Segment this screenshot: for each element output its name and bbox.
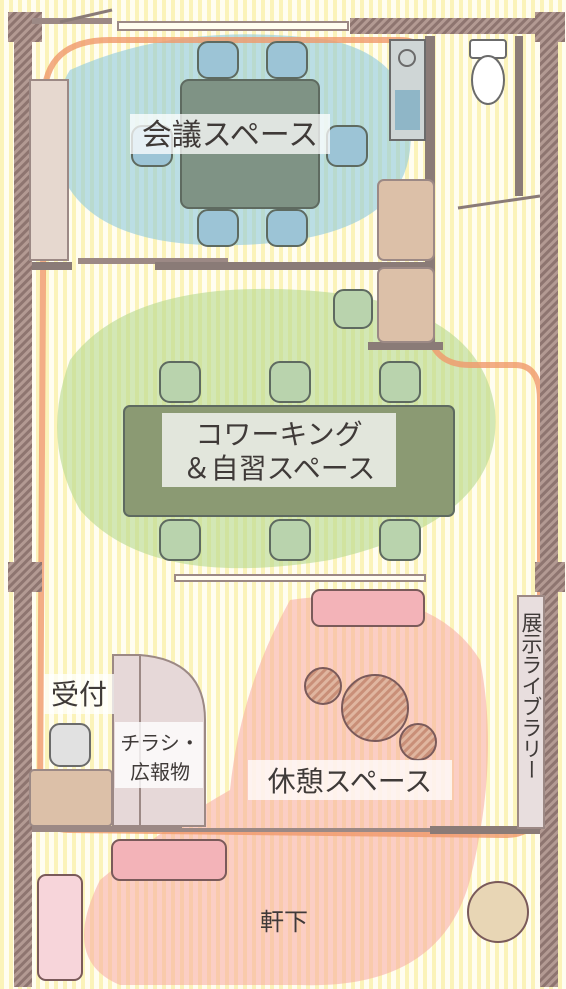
reception-label-bg: [44, 674, 114, 714]
eaves-label: 軒下: [260, 908, 308, 936]
flyers-label-bg: [115, 722, 203, 788]
lounge-furniture: [37, 589, 545, 981]
reception-label: 受付: [51, 678, 107, 711]
coworking-label-bg: [162, 413, 396, 487]
meeting-label-bg: [130, 114, 330, 154]
lounge-label: 休憩スペース: [268, 765, 433, 798]
coworking-label-line1: コワーキング: [195, 418, 362, 451]
flyers-label-line1: チラシ・: [120, 731, 200, 755]
meeting-space-label: 会議スペース: [142, 118, 318, 153]
kitchen-toilet: [389, 39, 507, 141]
exhibit-library-label: 展示ライブラリー: [519, 612, 543, 780]
flyers-label-line2: 広報物: [130, 760, 190, 784]
lounge-label-bg: [248, 760, 452, 800]
circulation-path: [36, 37, 543, 839]
coworking-label-line2: ＆自習スペース: [183, 452, 376, 485]
